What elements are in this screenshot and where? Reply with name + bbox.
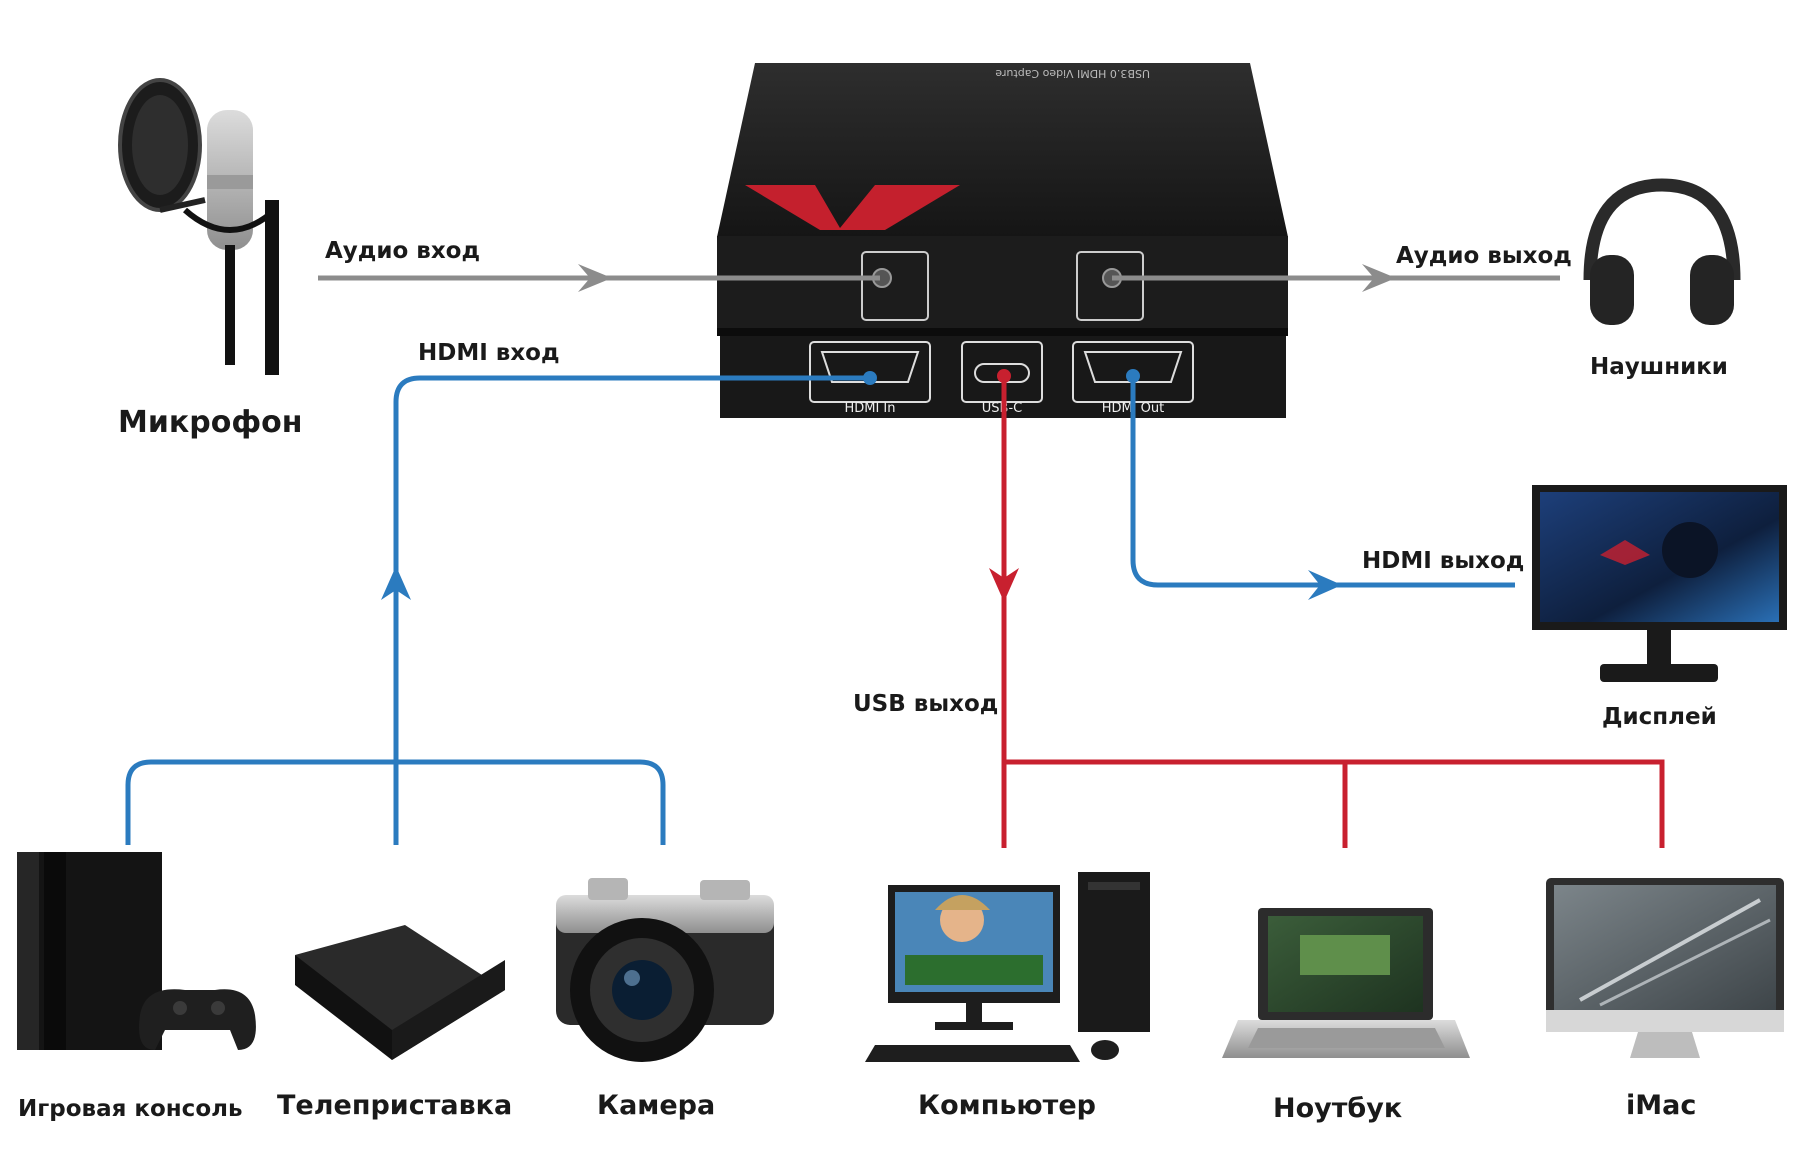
hdmi-out-line xyxy=(1130,372,1515,588)
computer-label: Компьютер xyxy=(918,1090,1096,1121)
hdmi-in-label: HDMI вход xyxy=(418,340,560,366)
usb-out-arrow xyxy=(989,568,1019,602)
hdmi-in-arrow xyxy=(381,566,411,600)
audio-in-label: Аудио вход xyxy=(325,238,481,264)
audio-lines xyxy=(318,264,1560,292)
game-console-label: Игровая консоль xyxy=(18,1096,243,1122)
hdmi-sources-bus xyxy=(125,759,666,845)
hdmi-lines xyxy=(125,372,1515,845)
usb-lines xyxy=(1001,376,1665,848)
headphone-jack-port xyxy=(1076,251,1144,321)
audio-out-label: Аудио выход xyxy=(1396,243,1572,269)
set-top-box-image xyxy=(295,925,505,1060)
display-image xyxy=(1532,485,1787,682)
microphone-image xyxy=(118,78,279,375)
set-top-box-label: Телеприставка xyxy=(277,1090,513,1121)
usb-targets-bus xyxy=(1004,759,1665,848)
capture-device: USB3.0 HDMI Video Capture HDMI In USB-C … xyxy=(717,63,1288,418)
display-label: Дисплей xyxy=(1602,704,1717,730)
computer-image xyxy=(865,872,1150,1062)
mic-jack-port xyxy=(861,251,929,321)
audio-in-arrow xyxy=(578,264,612,292)
hdmi-out-label: HDMI выход xyxy=(1362,548,1525,574)
camera-label: Камера xyxy=(597,1090,716,1121)
audio-out-arrow xyxy=(1362,264,1396,292)
hdmi-in-line xyxy=(393,375,870,845)
laptop-image xyxy=(1222,908,1470,1058)
imac-label: iMac xyxy=(1626,1090,1697,1121)
camera-image xyxy=(556,878,774,1062)
usb-out-label: USB выход xyxy=(853,691,999,717)
device-top-text: USB3.0 HDMI Video Capture xyxy=(995,67,1150,80)
hdmi-in-port-label: HDMI In xyxy=(844,401,895,416)
microphone-label: Микрофон xyxy=(118,405,303,440)
hdmi-in-port xyxy=(809,341,931,403)
game-console-image xyxy=(17,852,256,1050)
imac-image xyxy=(1546,878,1784,1058)
headphones-label: Наушники xyxy=(1590,354,1728,380)
hdmi-out-arrow xyxy=(1308,570,1342,600)
headphones-image xyxy=(1583,178,1741,325)
laptop-label: Ноутбук xyxy=(1273,1093,1403,1124)
